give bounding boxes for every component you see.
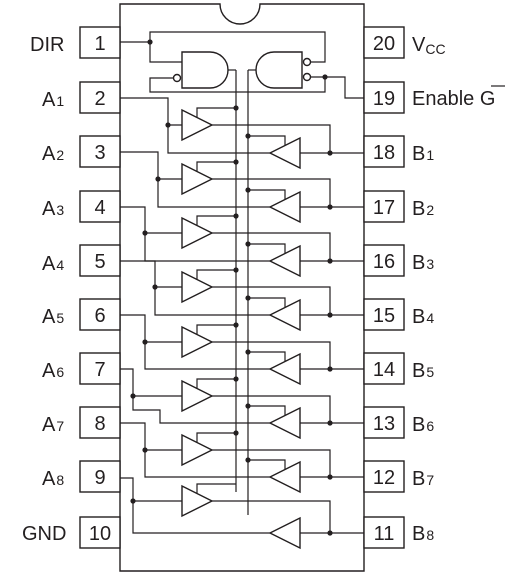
pin-18-number: 18 [373,142,395,164]
left-pins: 1 2 3 4 5 6 7 8 9 10 [79,26,121,549]
pin-16-label: B3 [412,252,434,274]
pin-8-number: 8 [94,413,105,435]
pin-4-label: A3 [42,198,64,220]
pin-15-label: B4 [412,306,434,328]
pin-1-label: DIR [30,34,64,56]
enable-taps [196,105,286,493]
pin-12-label: B7 [412,468,434,490]
right-pin-labels: VCC Enable G B1 B2 B3 B4 B5 B6 B7 B8 [412,34,505,545]
right-pins: 20 19 18 17 16 15 14 13 12 11 [363,26,405,549]
pin-10-label: GND [22,523,66,545]
pin-11-label: B8 [412,523,434,545]
pin-3-number: 3 [94,142,105,164]
pin-4-number: 4 [94,197,105,219]
pin-19-number: 19 [373,88,395,110]
pin-13-number: 13 [373,413,395,435]
pin-20-label: VCC [412,34,446,57]
pin-2-number: 2 [94,88,105,110]
pin-14-number: 14 [373,359,395,381]
pin-8-label: A7 [42,414,64,436]
pin-10-number: 10 [89,523,111,545]
pin-5-number: 5 [94,251,105,273]
b-side-wiring [212,124,364,536]
pin-3-label: A2 [42,143,64,165]
pin-20-number: 20 [373,33,395,55]
pin-9-label: A8 [42,468,64,490]
pin-5-label: A4 [42,253,64,275]
pin-19-label: Enable G [412,88,495,110]
pin-11-number: 11 [374,523,395,545]
pin-2-label: A1 [42,89,64,111]
control-logic [120,31,364,99]
pin-14-label: B5 [412,360,434,382]
pin-13-label: B6 [412,414,434,436]
pin-17-label: B2 [412,198,434,220]
pin-15-number: 15 [373,305,395,327]
pin-7-label: A6 [42,360,64,382]
pin-6-number: 6 [94,305,105,327]
pin-12-number: 12 [373,467,395,489]
pin-16-number: 16 [373,251,395,273]
pin-7-number: 7 [94,359,105,381]
pin-18-label: B1 [412,143,434,165]
pin-6-label: A5 [42,306,64,328]
pin-1-number: 1 [94,33,105,55]
a-side-wiring [120,97,270,534]
pin-17-number: 17 [373,197,395,219]
left-pin-labels: DIR A1 A2 A3 A4 A5 A6 A7 A8 GND [22,34,66,545]
pin-9-number: 9 [94,467,105,489]
